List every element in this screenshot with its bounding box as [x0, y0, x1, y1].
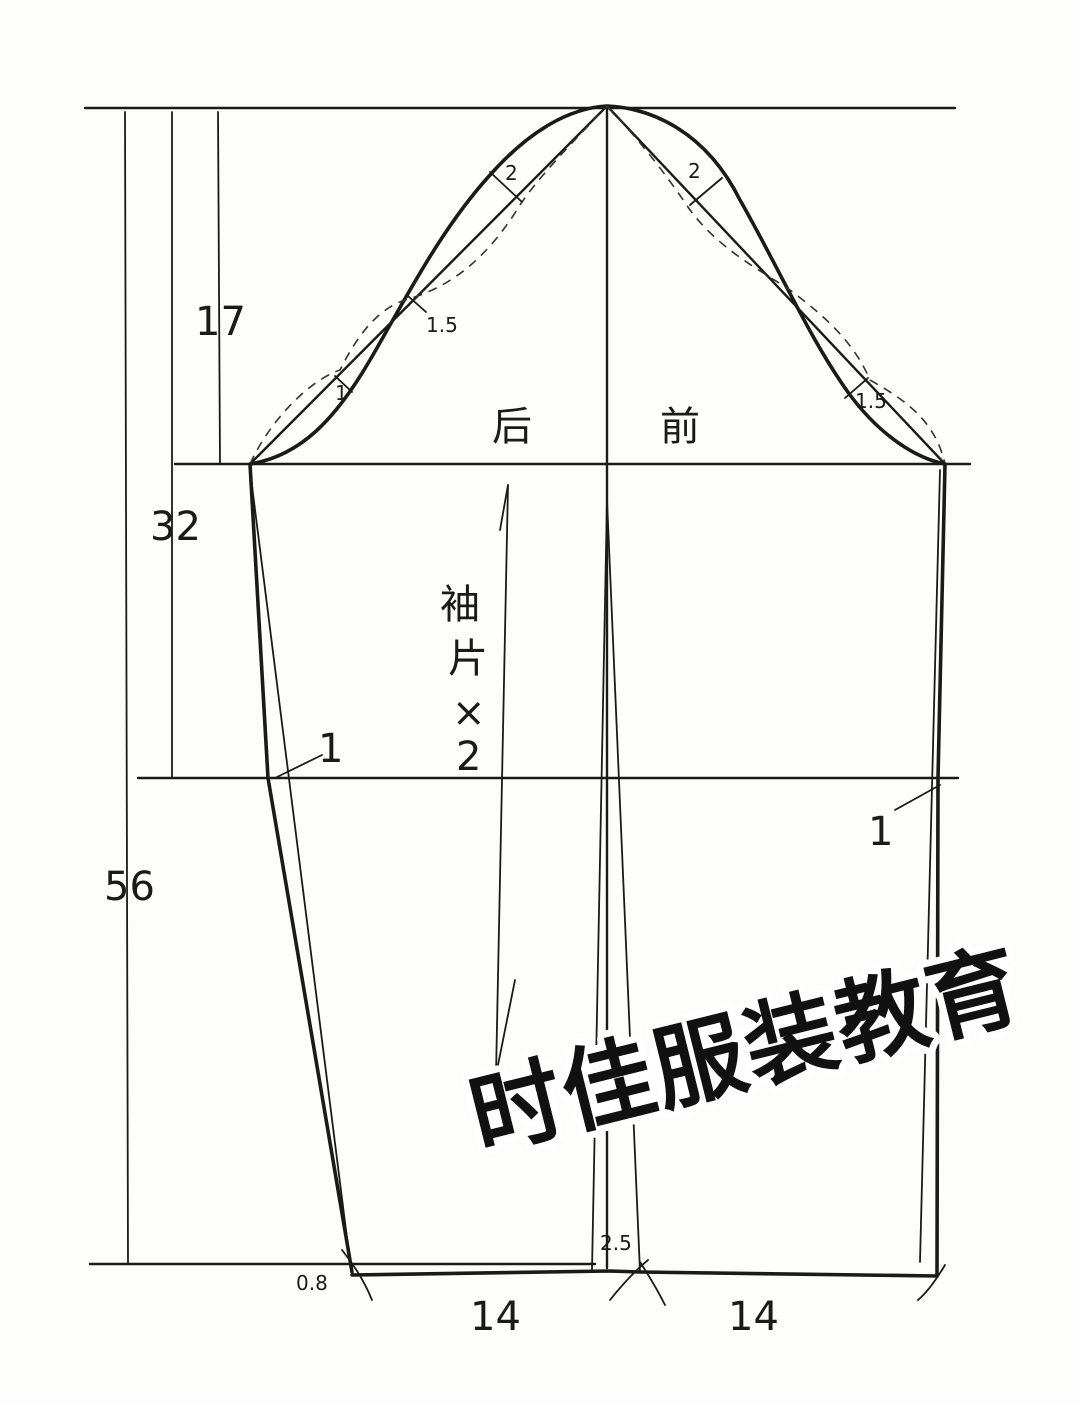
label-curve-back-mid: 1.5 — [426, 313, 458, 337]
dim-line-17 — [217, 111, 221, 465]
label-cap-height: 17 — [195, 299, 246, 345]
label-hem-back-width: 14 — [470, 1294, 521, 1340]
label-sleeve-piece-3: 2 — [456, 734, 481, 780]
back-seam-guide — [249, 469, 351, 1263]
back-elbow-tick — [274, 754, 323, 779]
hem-arc-right — [917, 1264, 946, 1301]
center-dart-right — [606, 499, 641, 1273]
dim-line-56 — [124, 111, 129, 1265]
watermark-text: 时佳服装教育 — [459, 931, 1032, 1171]
back-mid-tick — [407, 295, 427, 313]
label-elbow-front: 1 — [868, 809, 893, 855]
back-cap-diagonal — [248, 104, 609, 466]
hem-arc-center-right — [639, 1261, 666, 1306]
label-sleeve-piece-2: × — [452, 690, 486, 736]
front-elbow-tick — [894, 784, 941, 811]
hem-arc-center — [609, 1259, 649, 1301]
front-dashed-curve — [606, 105, 946, 465]
back-dashed-curve — [249, 105, 608, 465]
grain-line — [495, 484, 509, 1076]
label-curve-front-lower: 1.5 — [855, 389, 887, 413]
back-underarm-seam — [248, 462, 354, 1274]
back-lower-tick — [334, 375, 353, 393]
front-upper-tick — [689, 177, 723, 206]
label-curve-back-upper: 2 — [505, 161, 518, 185]
label-hem-center: 2.5 — [600, 1231, 632, 1255]
center-dart-left — [591, 499, 608, 1271]
label-56: 56 — [104, 864, 155, 910]
label-front: 前 — [660, 404, 700, 450]
front-seam-guide — [919, 469, 941, 1263]
label-curve-back-lower: 1 — [335, 381, 348, 405]
grain-arrow-bottom — [495, 979, 516, 1076]
front-cap-diagonal — [605, 104, 947, 466]
back-upper-tick — [489, 171, 523, 203]
hem-arc-left — [341, 1249, 373, 1301]
label-elbow-back: 1 — [318, 726, 343, 772]
label-hem-offset: 0.8 — [296, 1271, 328, 1295]
label-hem-front-width: 14 — [728, 1294, 779, 1340]
label-32: 32 — [150, 504, 201, 550]
front-lower-tick — [844, 377, 869, 399]
label-sleeve-piece-1: 片 — [448, 636, 488, 682]
label-back: 后 — [492, 404, 532, 450]
label-curve-front-upper: 2 — [688, 159, 701, 183]
grain-arrow-top — [499, 484, 509, 531]
hem-line — [350, 1269, 939, 1278]
sleeve-cap-curve — [248, 104, 947, 466]
label-sleeve-piece-0: 袖 — [440, 582, 480, 628]
front-underarm-seam — [935, 462, 947, 1278]
